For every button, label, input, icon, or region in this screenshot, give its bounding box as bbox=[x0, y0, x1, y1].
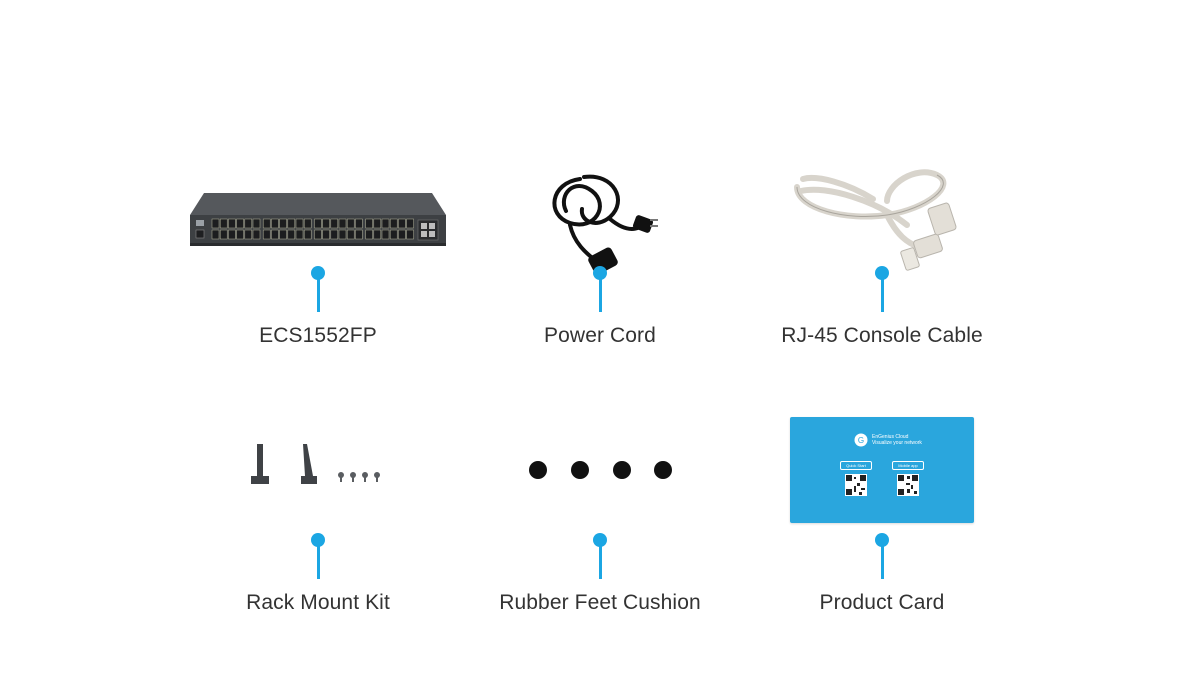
brand-name: EnGenius Cloud bbox=[872, 434, 909, 440]
svg-text:G: G bbox=[858, 436, 864, 445]
brand-logo: G EnGenius Cloud Visualize your network bbox=[854, 433, 922, 447]
connector-pin bbox=[593, 266, 607, 312]
network-switch-image bbox=[168, 150, 468, 290]
qr-code-icon bbox=[845, 474, 867, 496]
connector-pin bbox=[875, 266, 889, 312]
item-label: ECS1552FP bbox=[259, 324, 377, 347]
rubber-feet-image bbox=[450, 400, 750, 540]
connector-pin bbox=[311, 266, 325, 312]
console-cable-image bbox=[732, 150, 1032, 290]
rack-mount-kit-image bbox=[168, 400, 468, 540]
item-label: Power Cord bbox=[544, 324, 656, 347]
item-label: Rack Mount Kit bbox=[246, 591, 390, 614]
brand-tagline: Visualize your network bbox=[872, 440, 922, 446]
qr-code-icon bbox=[897, 474, 919, 496]
qr-quick-start: Quick Start bbox=[840, 461, 872, 501]
connector-pin bbox=[311, 533, 325, 579]
item-label: Product Card bbox=[819, 591, 945, 614]
qr-mobile-app: Mobile app bbox=[892, 461, 924, 501]
connector-pin bbox=[875, 533, 889, 579]
item-label: RJ-45 Console Cable bbox=[781, 324, 983, 347]
product-card-image: G EnGenius Cloud Visualize your network … bbox=[732, 400, 1032, 540]
item-label: Rubber Feet Cushion bbox=[499, 591, 701, 614]
connector-pin bbox=[593, 533, 607, 579]
